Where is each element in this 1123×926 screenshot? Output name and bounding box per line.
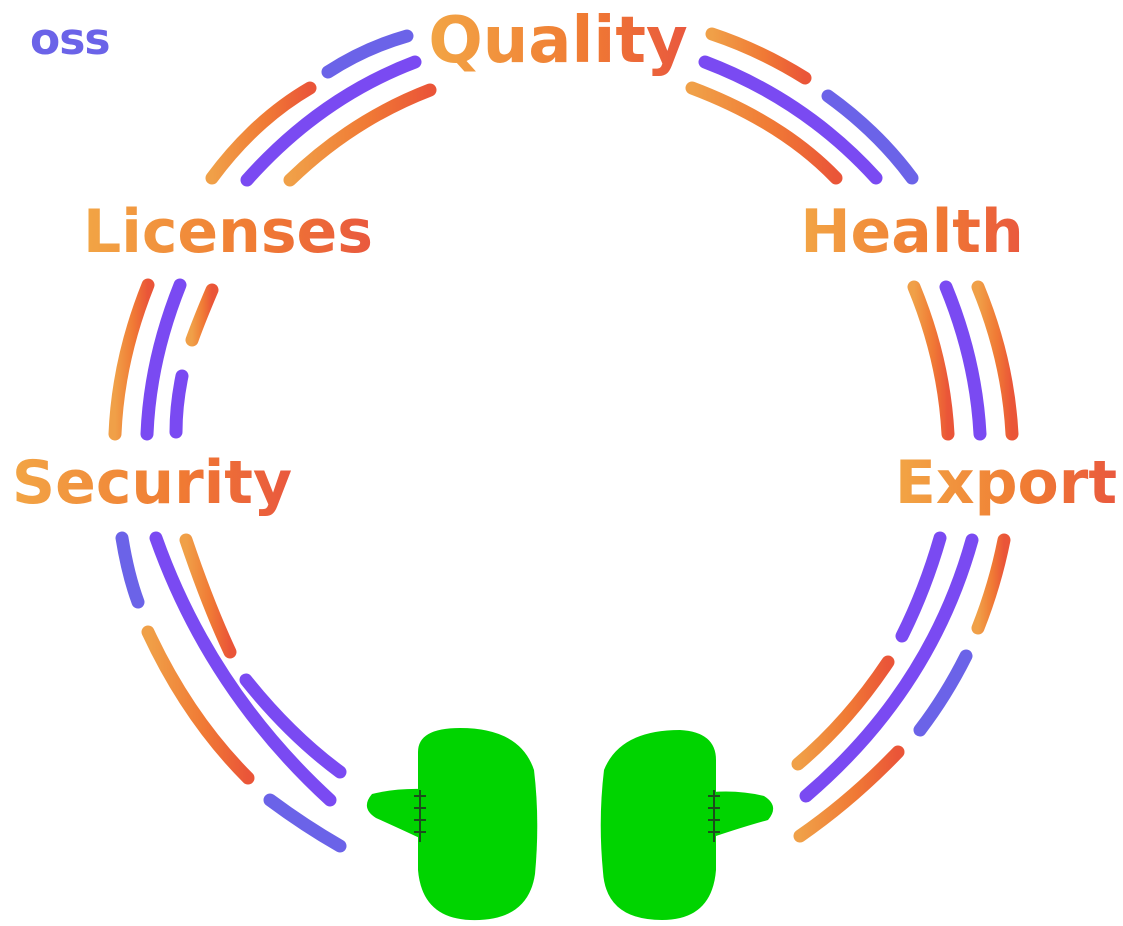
arc-segment [321,29,414,79]
label-export: Export [895,448,1117,518]
arc-segment [169,369,189,439]
arc-segment [913,649,973,737]
arc-segment [140,278,187,441]
arc-segment [108,278,155,441]
label-licenses: Licenses [83,197,373,267]
arc-segment [895,531,947,643]
arc-segment [185,283,219,347]
plug-right-body [600,730,716,920]
arc-segment [239,673,347,779]
label-security: Security [12,448,292,518]
arc-segment [685,81,843,185]
label-health: Health [800,197,1023,267]
arc-segment [791,655,895,771]
arc-segment [939,280,987,441]
arc-segment [971,280,1019,441]
plug-right-prong [712,791,774,836]
arc-segment [283,83,437,187]
stitch-left-icon [414,790,426,842]
plug-left [366,728,538,921]
arc-segment [821,89,919,185]
oss-logo: oss [30,14,111,65]
arc-segment [793,745,905,843]
arc-segment [205,81,317,185]
stitch-right-icon [708,790,720,842]
plug-left-body [418,728,538,921]
arc-segment [263,793,347,853]
arc-segment [907,280,955,441]
arc-segment [240,55,422,187]
ring-arcs [108,27,1019,853]
plug-right [600,730,774,920]
arc-segment [799,533,979,803]
arc-segment [698,55,883,185]
arc-segment [141,625,255,785]
label-quality: Quality [428,4,687,78]
plug-left-prong [366,788,424,840]
arc-segment [149,531,337,807]
arc-segment [705,27,812,85]
arc-segment [971,533,1011,635]
arc-segment [179,533,237,659]
arc-segment [115,531,145,609]
